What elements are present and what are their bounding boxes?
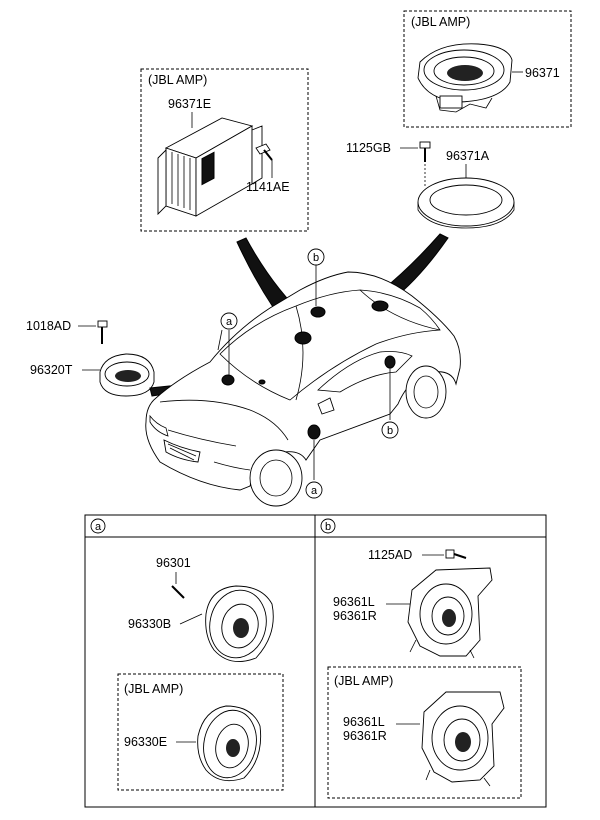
b-jbl-speaker-r-part-number: 96361R — [343, 729, 387, 743]
b-jbl-title: (JBL AMP) — [334, 674, 393, 688]
left-speaker-group: 1018AD 96320T — [26, 319, 155, 397]
b-speaker-icon — [407, 567, 493, 659]
section-a-standard: 96301 96330B — [128, 556, 274, 663]
section-a-jbl: (JBL AMP) 96330E — [117, 673, 284, 791]
amplifier-part-number: 96371E — [168, 97, 211, 111]
woofer-speaker-icon — [417, 43, 513, 113]
svg-text:a: a — [226, 316, 233, 328]
section-b-header: b — [320, 518, 336, 534]
jbl-amplifier-group: (JBL AMP) 96371E 1141AE — [140, 68, 309, 232]
a-jbl-speaker-icon — [197, 705, 262, 782]
car-callout-a-upper: a — [220, 312, 238, 376]
car-callout-b-lower: b — [381, 368, 399, 439]
a-jbl-title: (JBL AMP) — [124, 682, 183, 696]
b-jbl-speaker-l-part-number: 96361L — [343, 715, 385, 729]
speaker-ring-part-number: 96371A — [446, 149, 490, 163]
rear-door-speaker-mark — [384, 355, 396, 369]
front-door-speaker-mark — [307, 424, 321, 440]
section-a-header: a — [90, 518, 106, 534]
b-speaker-r-part-number: 96361R — [333, 609, 377, 623]
a-screw-icon — [171, 585, 185, 599]
a-jbl-speaker-part-number: 96330E — [124, 735, 167, 749]
dash-speaker-mark — [221, 374, 235, 386]
top-screw-icon — [419, 141, 431, 162]
left-speaker-icon — [99, 353, 155, 397]
detail-table: a b 96301 96330B (JBL AMP) — [84, 514, 547, 808]
jbl-amplifier-box — [140, 68, 309, 232]
amplifier-icon — [157, 117, 263, 217]
top-screw-part-number: 1125GB — [346, 141, 391, 155]
amplifier-bolt-part-number: 1141AE — [246, 180, 290, 194]
car-callout-a-lower: a — [305, 440, 323, 499]
car-illustration — [145, 271, 461, 507]
woofer-part-number: 96371 — [525, 66, 560, 80]
top-screw-group: 1125GB — [346, 141, 431, 186]
left-speaker-part-number: 96320T — [30, 363, 73, 377]
jbl-amplifier-box-title: (JBL AMP) — [148, 73, 207, 87]
svg-text:a: a — [95, 521, 102, 533]
section-b-jbl: (JBL AMP) 96361L 96361R — [327, 666, 522, 799]
jbl-woofer-box — [403, 10, 572, 128]
amplifier-bolt-icon — [255, 143, 273, 161]
jbl-woofer-box-title: (JBL AMP) — [411, 15, 470, 29]
jbl-woofer-group: (JBL AMP) 96371 — [403, 10, 572, 128]
front-wheel — [249, 449, 303, 507]
left-bolt-part-number: 1018AD — [26, 319, 71, 333]
svg-text:b: b — [325, 521, 331, 533]
b-speaker-l-part-number: 96361L — [333, 595, 375, 609]
svg-text:a: a — [311, 485, 318, 497]
b-screw-icon — [445, 549, 467, 559]
shelf-speaker-mark — [310, 306, 326, 318]
left-bolt-icon — [97, 320, 108, 344]
a-speaker-part-number: 96330B — [128, 617, 171, 631]
speaker-ring-group: 96371A — [417, 149, 515, 229]
a-screw-part-number: 96301 — [156, 556, 191, 570]
a-speaker-icon — [205, 585, 274, 663]
section-b-standard: 1125AD 96361L 96361R — [333, 548, 493, 659]
svg-text:b: b — [387, 425, 393, 437]
svg-text:b: b — [313, 252, 319, 264]
rear-wheel — [405, 365, 447, 419]
b-screw-part-number: 1125AD — [368, 548, 412, 562]
car-callout-b-upper: b — [307, 248, 325, 306]
b-jbl-speaker-icon — [421, 691, 505, 787]
speaker-ring-icon — [417, 177, 515, 229]
